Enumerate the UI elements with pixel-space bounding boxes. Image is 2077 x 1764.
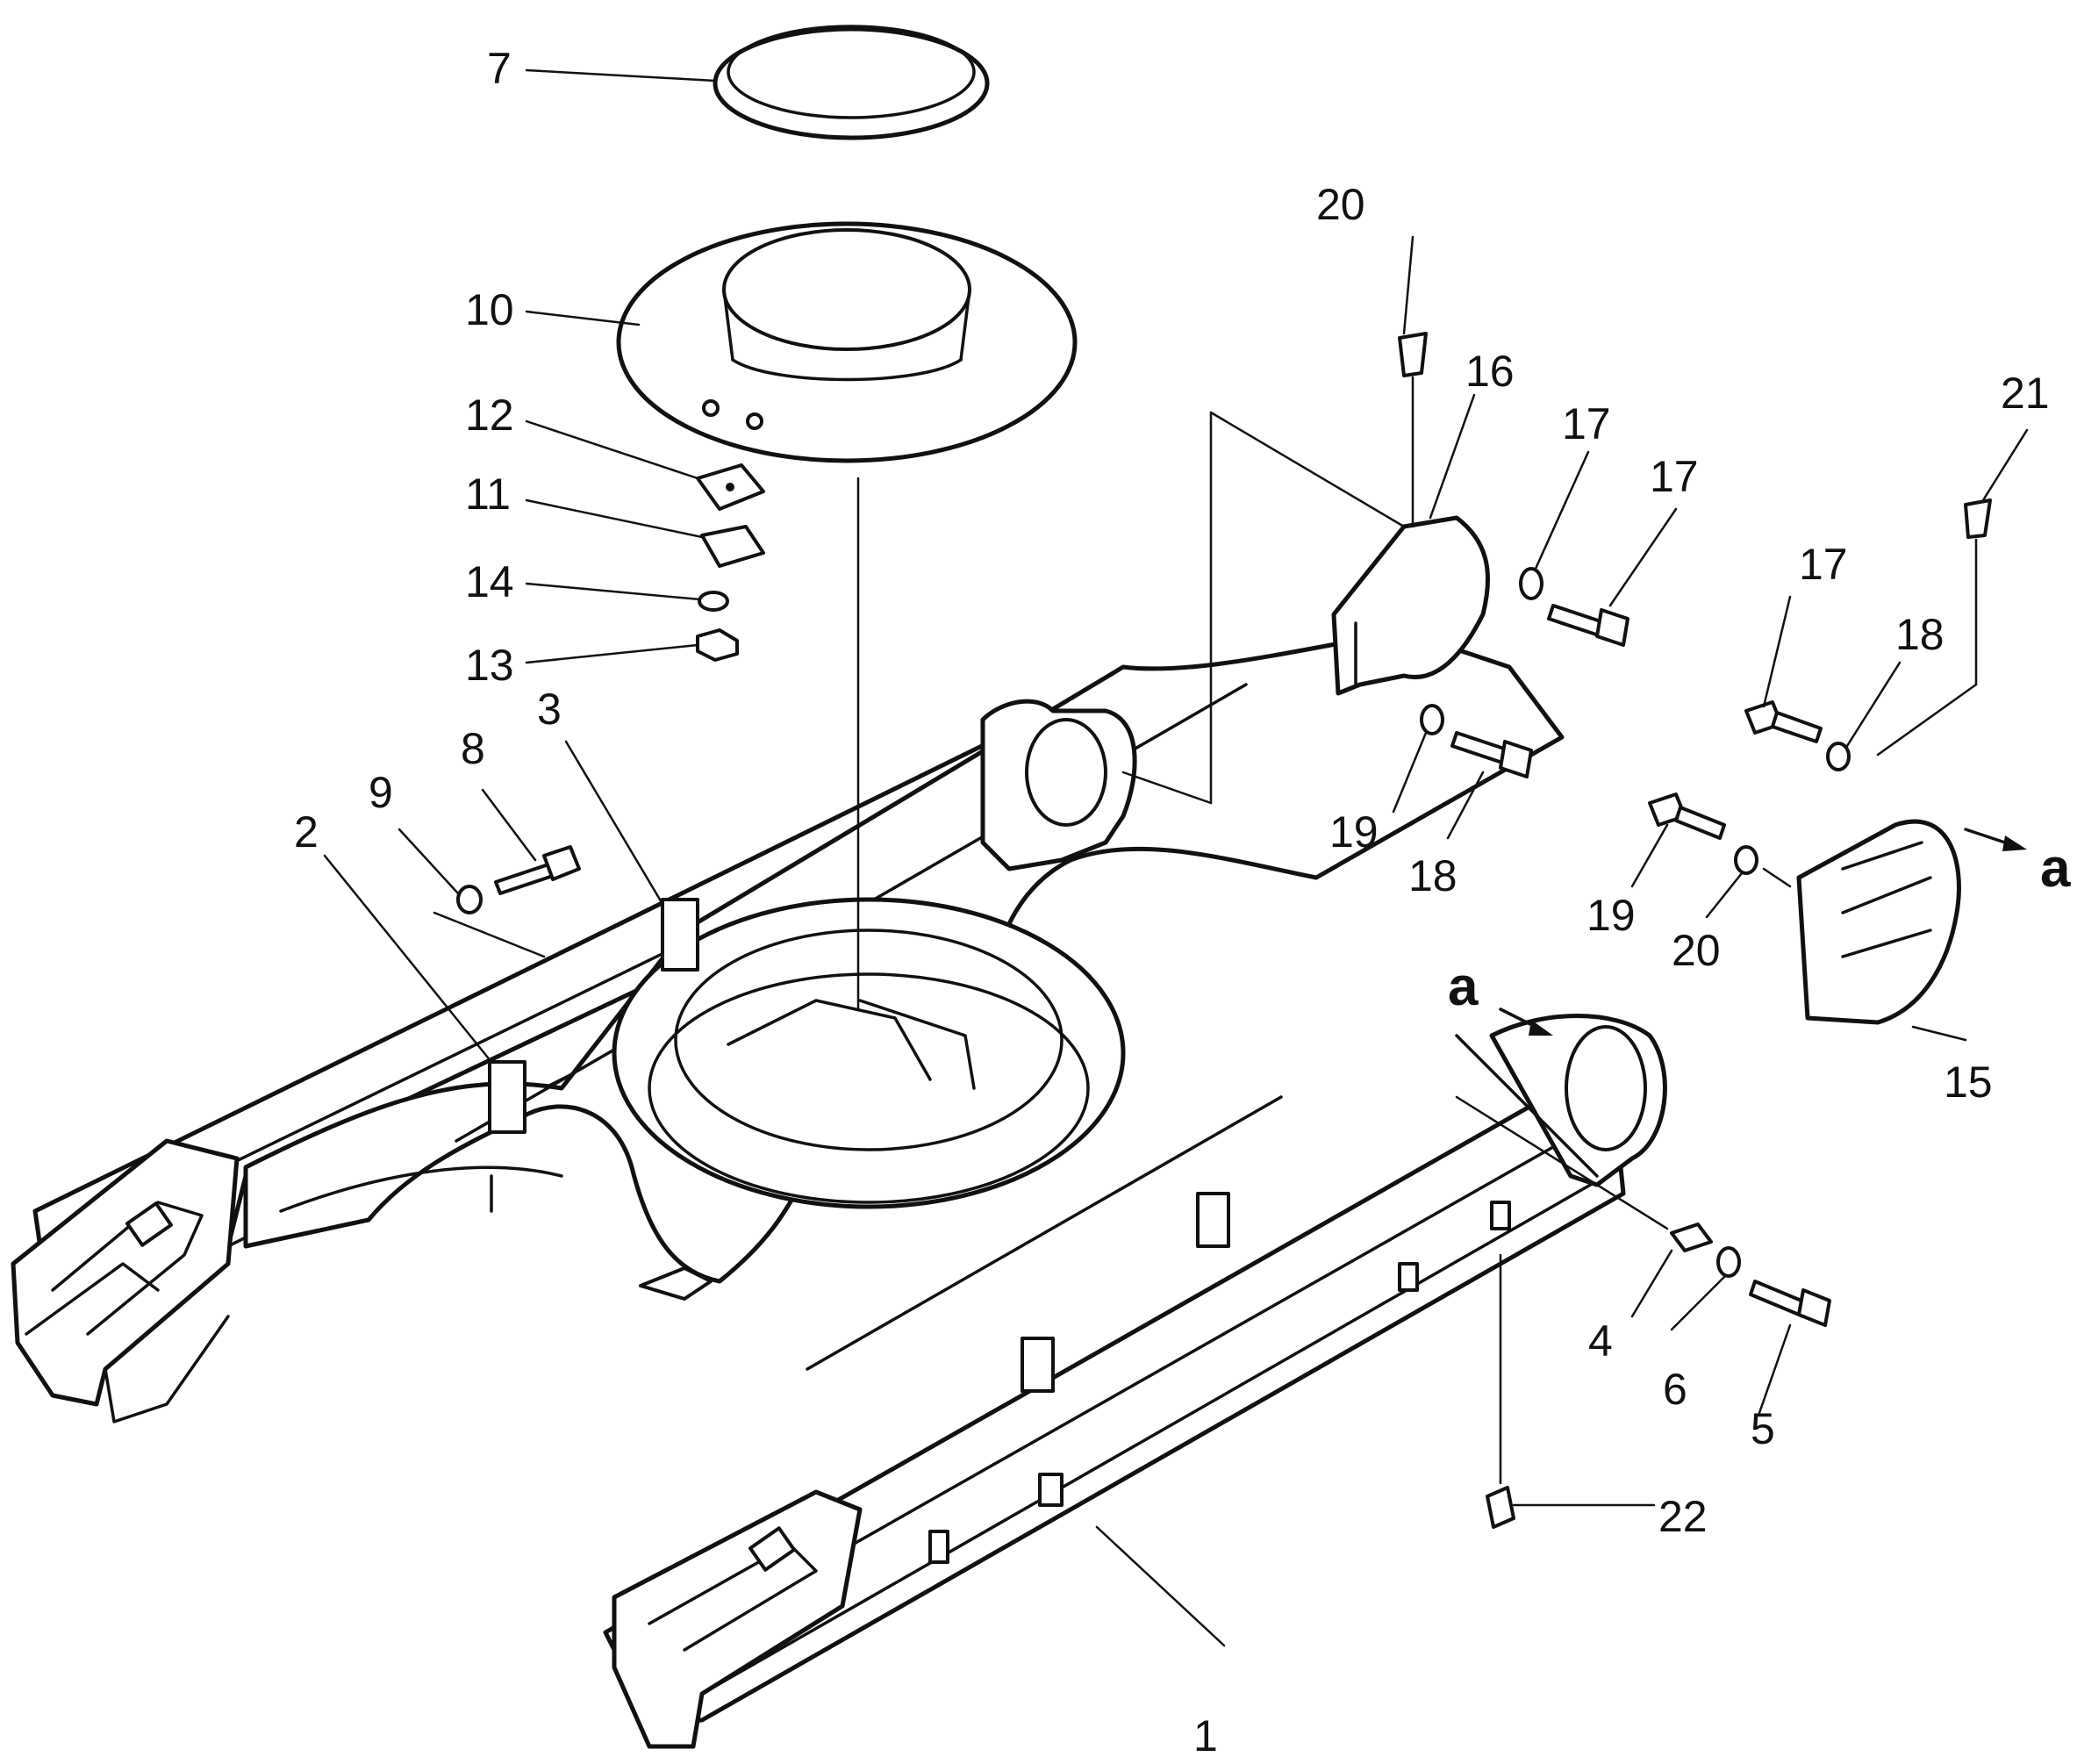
grease-fitting-part-21 xyxy=(1398,332,1428,377)
washer-part-6 xyxy=(1716,1246,1741,1278)
callout-15: 15 xyxy=(1944,1058,1993,1107)
callout-12: 12 xyxy=(465,391,514,440)
view-marker-a-left: a xyxy=(1448,957,1479,1017)
callout-17-lower: 17 xyxy=(1799,540,1848,589)
callout-20-upper: 19 xyxy=(1329,807,1379,857)
callout-3: 3 xyxy=(537,685,562,734)
left-front-end xyxy=(11,1138,240,1407)
bolt-part-19b xyxy=(1648,792,1726,840)
callout-11: 11 xyxy=(465,470,511,519)
callout-13: 13 xyxy=(465,641,514,690)
bracket-part-2 xyxy=(488,1060,526,1134)
bolt-part-19 xyxy=(1450,731,1533,778)
nut-part-13 xyxy=(696,628,739,662)
bracket-part-3 xyxy=(661,898,699,972)
callout-17-upper: 17 xyxy=(1650,452,1699,501)
cover-plate-part-10 xyxy=(616,221,1078,463)
washer-part-14 xyxy=(698,591,729,612)
callout-10: 10 xyxy=(465,285,514,334)
washer-part-18b xyxy=(1826,742,1851,771)
callout-14: 14 xyxy=(465,557,514,606)
plate-part-11 xyxy=(700,525,765,568)
callout-18-lower: 18 xyxy=(1895,610,1945,659)
callout-labels: 7 10 12 11 14 13 8 3 9 2 1 4 6 5 22 15 2… xyxy=(294,44,2050,1760)
plate-part-4 xyxy=(1670,1223,1713,1252)
view-arrow-a-left xyxy=(1499,1007,1553,1036)
callout-6: 6 xyxy=(1663,1365,1687,1414)
callout-2: 2 xyxy=(294,807,319,857)
grease-fitting-part-21b xyxy=(1964,498,1992,539)
grease-fitting-part-22 xyxy=(1486,1486,1515,1529)
callout-21-lower: 21 xyxy=(2001,369,2050,418)
callout-16: 16 xyxy=(1465,347,1515,396)
callout-19-upper: 18 xyxy=(1408,851,1457,900)
bolt-part-8 xyxy=(494,845,581,895)
washer-part-20b xyxy=(1734,845,1758,875)
callout-8: 8 xyxy=(461,724,485,773)
bolt-part-17b xyxy=(1744,700,1823,743)
callout-1: 1 xyxy=(1193,1711,1218,1760)
callout-21-upper: 20 xyxy=(1316,180,1365,229)
swing-circle-ring xyxy=(612,897,1126,1209)
bolt-part-17 xyxy=(1547,604,1629,647)
callout-18-upper: 17 xyxy=(1562,399,1611,448)
callout-9: 9 xyxy=(369,768,393,817)
callout-20-lower: 20 xyxy=(1672,926,1721,975)
callout-7: 7 xyxy=(487,44,512,93)
track-frame xyxy=(11,629,1667,1749)
guard-part-15 xyxy=(1796,819,1961,1025)
seal-ring-part-7 xyxy=(713,25,990,140)
callout-4: 4 xyxy=(1588,1316,1613,1366)
view-marker-a-right: a xyxy=(2040,838,2071,899)
callout-5: 5 xyxy=(1751,1404,1775,1453)
callout-19-lower: 19 xyxy=(1586,891,1636,940)
washer-part-20 xyxy=(1420,704,1444,735)
guard-part-16 xyxy=(1331,515,1491,696)
leader-lines xyxy=(323,68,2029,1647)
washer-part-9 xyxy=(456,885,483,914)
view-arrow-a-right xyxy=(1964,828,2027,851)
bolt-part-5 xyxy=(1749,1280,1831,1327)
washer-part-18 xyxy=(1519,567,1543,600)
callout-22: 22 xyxy=(1658,1492,1708,1541)
